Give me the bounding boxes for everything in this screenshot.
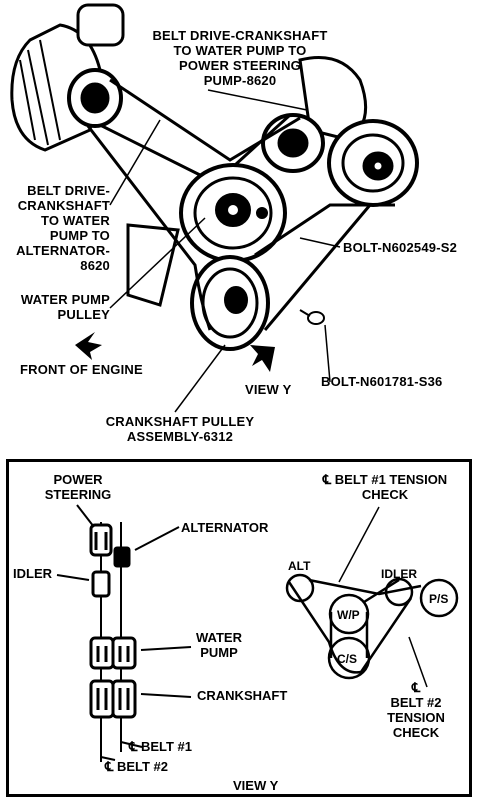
label-line: STEERING — [44, 487, 112, 502]
label-line: BELT DRIVE- — [27, 183, 110, 198]
crankshaft-pulley-side-2 — [111, 679, 137, 719]
label-water-pump: WATER PUMP — [189, 630, 249, 660]
label-line: ALTERNATOR- — [16, 243, 110, 258]
view-y-arrow — [250, 345, 275, 372]
label-line: ℄ — [411, 680, 421, 695]
label-line: CRANKSHAFT — [17, 198, 110, 213]
label-line: CHECK — [392, 725, 440, 740]
label-line: BELT #2 — [390, 695, 442, 710]
label-line: ASSEMBLY-6312 — [126, 429, 234, 444]
water-pump-pulley-side-2 — [111, 636, 137, 670]
label-line: TENSION — [387, 710, 445, 725]
pulley-label-idler: IDLER — [381, 567, 417, 581]
label-water-pump-pulley: WATER PUMP PULLEY — [4, 292, 110, 322]
pulley-alt — [285, 573, 315, 603]
label-front-of-engine: FRONT OF ENGINE — [20, 362, 143, 377]
label-line: WATER PUMP — [20, 292, 110, 307]
drive-belts — [86, 78, 395, 331]
crankshaft-pulley-side-1 — [89, 679, 115, 719]
label-crankshaft: CRANKSHAFT — [197, 688, 288, 703]
bracket-drawing — [126, 223, 180, 307]
power-steering-pump-drawing — [261, 56, 419, 207]
label-line: BELT DRIVE-CRANKSHAFT — [152, 28, 328, 43]
crankshaft-pulley-drawing — [190, 255, 270, 351]
belt-routing-schematic — [285, 573, 459, 680]
label-line: POWER STEERING — [179, 58, 301, 73]
label-power-steering: POWER STEERING — [33, 472, 123, 502]
label-line: PUMP-8620 — [203, 73, 277, 88]
label-line: PUMP — [200, 645, 238, 660]
label-centerline-belt-1: ℄ BELT #1 — [129, 739, 193, 754]
label-alternator: ALTERNATOR — [181, 520, 269, 535]
label-line: PUMP TO — [49, 228, 110, 243]
label-line: POWER — [53, 472, 103, 487]
alternator-drawing — [10, 3, 125, 152]
label-idler: IDLER — [13, 566, 52, 581]
water-pump-pulley-drawing — [179, 163, 287, 263]
label-belt-drive-power-steering: BELT DRIVE-CRANKSHAFT TO WATER PUMP TO P… — [140, 28, 340, 88]
view-y-drawing: ALT IDLER W/P P/S C/S — [56, 504, 459, 762]
label-bolt-n602549: BOLT-N602549-S2 — [343, 240, 458, 255]
power-steering-pulley-side — [89, 523, 113, 557]
label-bolt-n601781: BOLT-N601781-S36 — [321, 374, 443, 389]
label-line: TO WATER PUMP TO — [173, 43, 307, 58]
label-line: CRANKSHAFT PULLEY — [105, 414, 255, 429]
view-y-panel: ALT IDLER W/P P/S C/S POWER STEERING ALT… — [6, 459, 472, 797]
leader-lines — [109, 89, 341, 413]
label-line: PULLEY — [57, 307, 110, 322]
pulley-label-wp: W/P — [337, 608, 360, 622]
label-belt-2-tension-check: ℄ BELT #2 TENSION CHECK — [371, 680, 461, 740]
label-line: TO WATER — [40, 213, 110, 228]
pulley-label-cs: C/S — [337, 652, 357, 666]
label-view-y: VIEW Y — [245, 382, 292, 397]
label-line: CHECK — [361, 487, 409, 502]
view-y-leaders — [56, 504, 192, 761]
bolt-n601781-drawing — [299, 309, 325, 325]
engine-belt-drawing — [10, 3, 419, 413]
pulley-label-alt: ALT — [288, 559, 311, 573]
label-crankshaft-pulley-assembly: CRANKSHAFT PULLEY ASSEMBLY-6312 — [60, 414, 300, 444]
label-centerline-belt-2: ℄ BELT #2 — [105, 759, 169, 774]
idler-pulley-side — [91, 570, 111, 598]
pulley-ps — [419, 578, 459, 618]
water-pump-pulley-side-1 — [89, 636, 115, 670]
front-of-engine-arrow — [75, 332, 102, 360]
tension-leaders — [338, 506, 428, 688]
view-y-panel-title: VIEW Y — [233, 778, 279, 793]
alternator-pulley-side — [113, 546, 131, 568]
label-line: WATER — [196, 630, 242, 645]
label-line: 8620 — [80, 258, 110, 273]
label-line: ℄ BELT #1 TENSION — [322, 472, 448, 487]
pulley-label-ps: P/S — [429, 592, 448, 606]
label-belt-drive-alternator: BELT DRIVE- CRANKSHAFT TO WATER PUMP TO … — [4, 183, 110, 273]
label-belt-1-tension-check: ℄ BELT #1 TENSION CHECK — [305, 472, 465, 502]
